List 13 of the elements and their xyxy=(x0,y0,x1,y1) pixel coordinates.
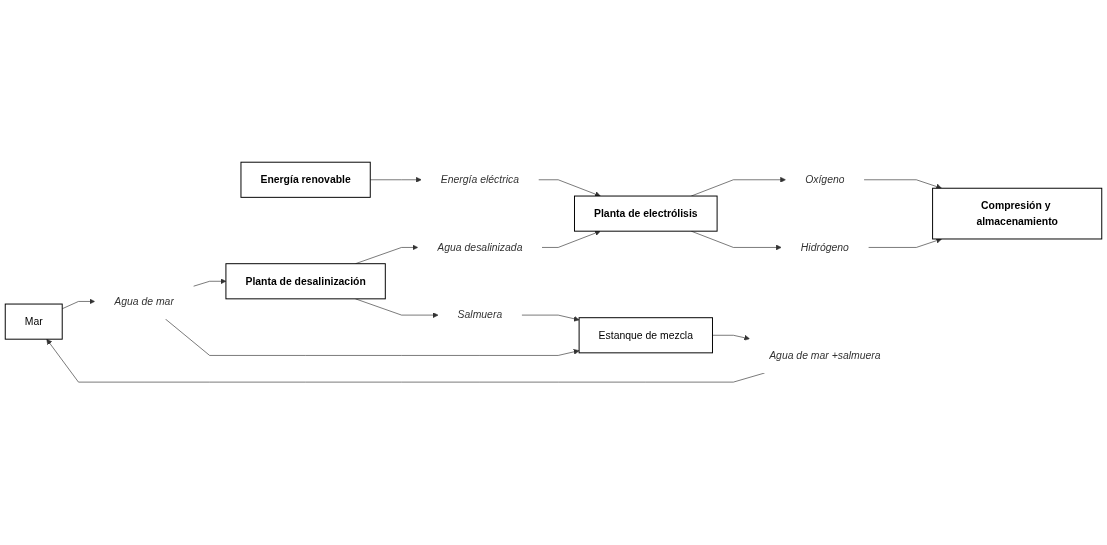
node-text: Hidrógeno xyxy=(800,241,849,253)
node-text: Agua de mar xyxy=(114,295,174,307)
node-text: Salmuera xyxy=(457,309,503,321)
node-box: Mar xyxy=(4,303,63,340)
node-box: Energía renovable xyxy=(240,162,371,199)
node-box: Compresión y almacenamiento xyxy=(932,188,1103,240)
node-box: Planta de desalinización xyxy=(225,263,386,300)
node-box: Estanque de mezcla xyxy=(578,317,713,354)
node-text: Agua de mar +salmuera xyxy=(769,349,881,361)
node-text: Oxígeno xyxy=(805,174,845,186)
node-box: Planta de electrólisis xyxy=(574,195,718,232)
node-text: Agua desalinizada xyxy=(437,241,523,253)
node-text: Energía eléctrica xyxy=(440,174,519,186)
